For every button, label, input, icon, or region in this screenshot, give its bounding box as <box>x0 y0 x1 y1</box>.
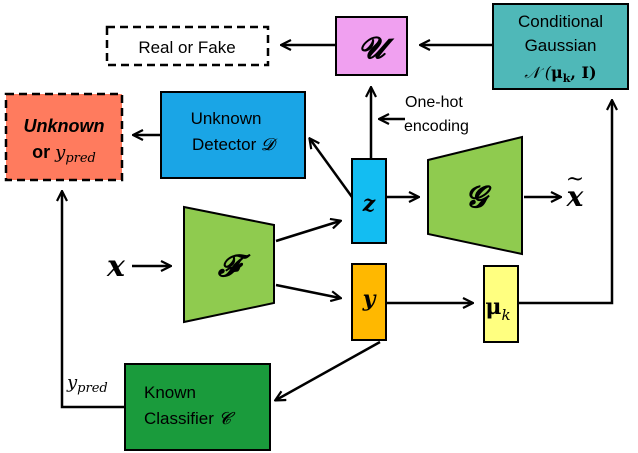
arrow-mu-to-gaussian <box>518 101 612 305</box>
formula-mu: μ <box>551 63 563 82</box>
x-tilde-accent: ~ <box>566 167 584 192</box>
classifier-word: Classifier <box>144 409 219 428</box>
unknown-output-or: or <box>32 142 55 162</box>
known-classifier-line1: Known <box>144 383 196 402</box>
unknown-detector-line1: Unknown <box>191 109 262 128</box>
unknown-detector-box: Unknown Detector 𝓓 <box>160 91 306 179</box>
known-classifier-line2: Classifier 𝓒 <box>144 409 236 429</box>
unknown-output-box: Unknown or ypred <box>4 92 124 182</box>
y-pred-label: ypred <box>66 372 108 396</box>
conditional-gaussian-box: Conditional Gaussian 𝒩 (μk, I) <box>492 3 629 90</box>
detector-word: Detector <box>192 135 261 154</box>
conditional-gaussian-formula: 𝒩 (μk, I) <box>524 63 596 85</box>
one-hot-encoding-label: One-hot encoding <box>404 94 469 135</box>
unknown-detector-line2: Detector 𝓓 <box>192 135 278 155</box>
mu-symbol: μ <box>485 294 501 320</box>
arrows <box>62 45 612 409</box>
formula-k: k <box>563 72 571 85</box>
u-box: 𝓤 <box>335 16 408 76</box>
real-or-fake-box: Real or Fake <box>105 25 270 67</box>
y-symbol: y <box>362 286 378 312</box>
arrow-classifier-to-unknown <box>62 192 125 409</box>
y-pred-sub: pred <box>77 381 108 396</box>
unknown-output-line1: Unknown <box>24 116 105 136</box>
one-hot-line2: encoding <box>404 118 469 135</box>
y-box: y <box>351 263 387 341</box>
unknown-output-line2: or ypred <box>32 142 96 166</box>
arrow-f-to-y <box>275 283 340 298</box>
z-box: z <box>351 158 387 244</box>
real-or-fake-label: Real or Fake <box>138 38 235 57</box>
arrow-z-to-detector <box>310 139 354 198</box>
one-hot-line1: One-hot <box>405 94 463 111</box>
detector-symbol: 𝓓 <box>261 135 278 155</box>
formula-prefix: 𝒩 ( <box>524 63 551 82</box>
known-classifier-box: Known Classifier 𝓒 <box>124 363 271 451</box>
unknown-output-pred: pred <box>65 151 96 166</box>
x-input-symbol: x <box>106 249 126 284</box>
arrow-f-to-z <box>275 221 340 243</box>
unknown-output-y: y <box>54 142 66 163</box>
x-tilde-symbol: x <box>566 180 584 213</box>
y-pred-var: y <box>66 372 78 393</box>
conditional-gaussian-line1: Conditional <box>518 12 603 31</box>
mu-k-box: μk <box>483 265 519 343</box>
y-pred-text: ypred <box>66 372 108 396</box>
x-tilde-output: ~ x <box>566 167 585 213</box>
mu-k-subscript: k <box>502 306 511 324</box>
g-network: 𝓖 <box>427 135 523 256</box>
z-symbol: z <box>362 191 376 217</box>
mu-k-symbol: μk <box>485 294 510 324</box>
conditional-gaussian-line2: Gaussian <box>525 36 597 55</box>
f-network: 𝓕 <box>183 205 275 324</box>
x-input: x <box>106 249 126 284</box>
formula-suffix: , I) <box>570 63 596 82</box>
arrow-y-to-classifier <box>276 340 381 400</box>
